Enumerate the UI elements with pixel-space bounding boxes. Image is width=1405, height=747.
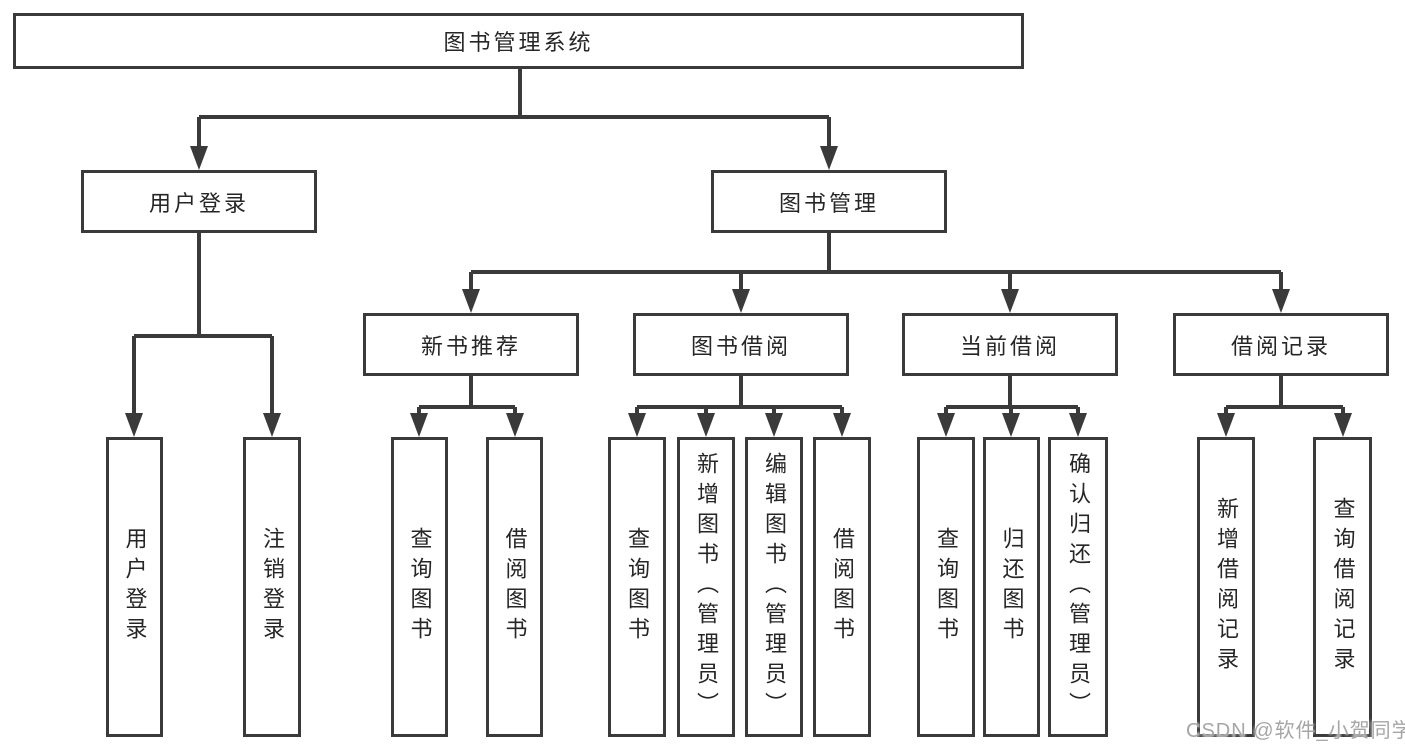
- arrowhead: [506, 413, 524, 437]
- edge-lines: [132, 68, 1345, 416]
- edge-new-book-rec-to-leaves: [417, 376, 517, 416]
- node-book-borrow: 图书借阅: [633, 313, 849, 376]
- leaf-bb-borrow-books: 借阅图书: [813, 437, 871, 737]
- leaf-bb-add-books-admin: 新增图书（管理员）: [677, 437, 735, 737]
- leaf-cb-return-books: 归还图书: [983, 437, 1040, 737]
- arrowheads: [125, 146, 1352, 437]
- node-root: 图书管理系统: [13, 13, 1024, 69]
- edge-borrow-record-to-leaves: [1224, 376, 1345, 416]
- arrowhead: [1069, 413, 1087, 437]
- arrowhead: [1001, 289, 1019, 313]
- node-borrow-record: 借阅记录: [1173, 313, 1389, 376]
- leaf-logout: 注销登录: [243, 437, 301, 737]
- edge-book-mgmt-to-level3: [469, 233, 1283, 292]
- csdn-watermark: CSDN @软件_小贺同学: [1186, 720, 1405, 742]
- node-new-book-rec: 新书推荐: [363, 313, 579, 376]
- arrowhead: [410, 413, 428, 437]
- edge-user-login-to-leaves: [132, 233, 274, 416]
- arrowhead: [833, 413, 851, 437]
- arrowhead: [190, 146, 208, 170]
- arrowhead: [263, 413, 281, 437]
- arrowhead: [697, 413, 715, 437]
- edge-current-borrow-to-leaves: [944, 376, 1080, 416]
- leaf-br-add-record: 新增借阅记录: [1197, 437, 1255, 737]
- node-user-login: 用户登录: [81, 170, 317, 233]
- leaf-user-login: 用户登录: [106, 437, 163, 737]
- arrowhead: [765, 413, 783, 437]
- edge-book-borrow-to-leaves: [635, 376, 844, 416]
- leaf-cb-confirm-return-admin: 确认归还（管理员）: [1048, 437, 1108, 737]
- arrowhead: [1334, 413, 1352, 437]
- leaf-nbr-borrow-books: 借阅图书: [486, 437, 543, 737]
- arrowhead: [820, 146, 838, 170]
- node-book-mgmt: 图书管理: [711, 170, 947, 233]
- arrowhead: [125, 413, 143, 437]
- arrowhead: [628, 413, 646, 437]
- leaf-bb-edit-books-admin: 编辑图书（管理员）: [745, 437, 803, 737]
- arrowhead: [732, 289, 750, 313]
- edge-root-to-level2: [197, 68, 831, 147]
- leaf-nbr-query-books: 查询图书: [391, 437, 448, 737]
- arrowhead: [1217, 413, 1235, 437]
- leaf-bb-query-books: 查询图书: [608, 437, 666, 737]
- arrowhead: [1002, 413, 1020, 437]
- node-current-borrow: 当前借阅: [902, 313, 1118, 376]
- arrowhead: [462, 289, 480, 313]
- leaf-br-query-record: 查询借阅记录: [1313, 437, 1372, 737]
- leaf-cb-query-books: 查询图书: [917, 437, 975, 737]
- arrowhead: [937, 413, 955, 437]
- arrowhead: [1272, 289, 1290, 313]
